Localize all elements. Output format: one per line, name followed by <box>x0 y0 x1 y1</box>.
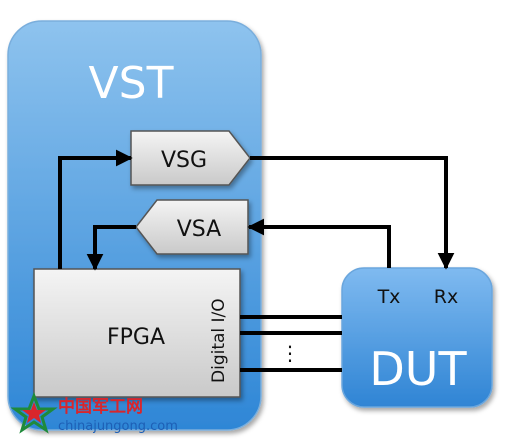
star-logo-icon <box>10 392 58 434</box>
vsg-block <box>130 130 251 186</box>
bus-ellipsis: ⋮ <box>280 341 300 365</box>
dut-tx-to-vsa-line <box>247 218 391 268</box>
digital-io-label: Digital I/O <box>209 298 229 383</box>
rx-label: Rx <box>434 286 458 308</box>
vsa-to-fpga-line <box>86 225 136 271</box>
fpga-label: FPGA <box>107 325 165 350</box>
tx-label: Tx <box>377 286 401 308</box>
watermark-site-url: chinajungong.com <box>58 419 178 434</box>
watermark: 中国军工网 chinajungong.com <box>10 392 178 434</box>
vst-title: VST <box>89 58 174 109</box>
fpga-to-vsg-line <box>58 149 133 269</box>
dut-container <box>341 267 493 408</box>
watermark-site-name: 中国军工网 <box>58 396 143 417</box>
vsg-to-dut-rx-line <box>250 156 455 270</box>
fpga-block <box>33 268 241 398</box>
vsg-label: VSG <box>161 148 207 173</box>
vsa-block <box>135 199 249 255</box>
dut-title: DUT <box>369 342 467 396</box>
vsa-label: VSA <box>177 217 221 242</box>
